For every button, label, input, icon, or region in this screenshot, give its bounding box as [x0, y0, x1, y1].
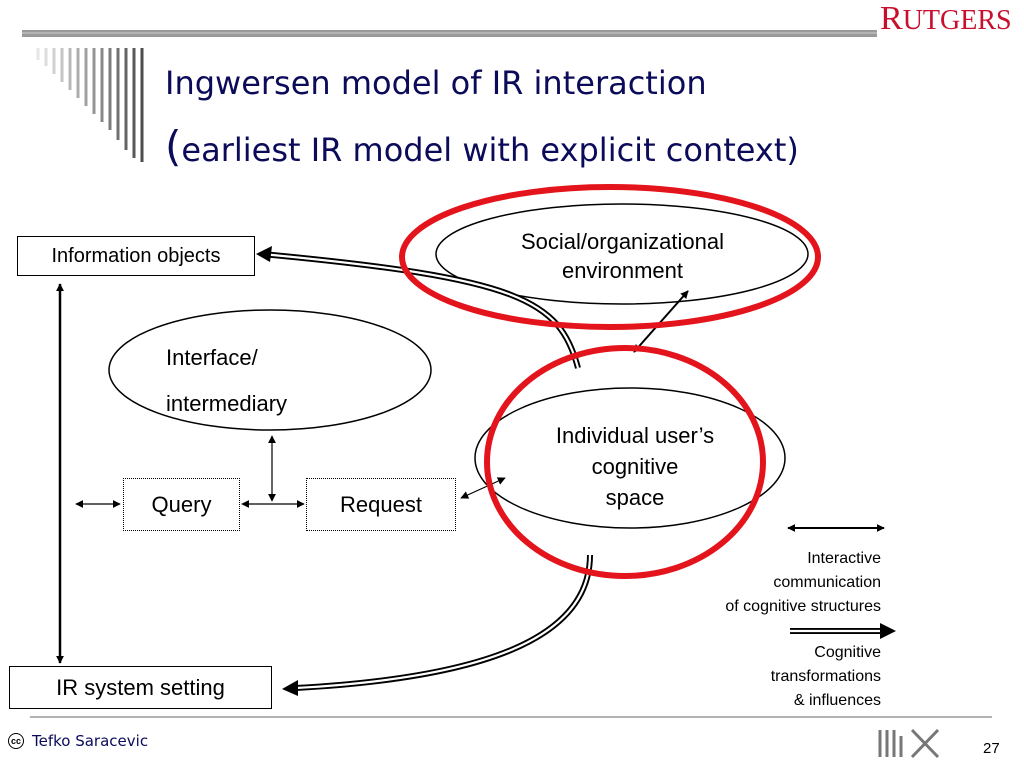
rutgers-logo: RUTGERS [880, 0, 1012, 37]
legend-cognitive-arrow [790, 623, 896, 639]
social-environment-label: Social/organizational environment [520, 229, 725, 283]
page-number: 27 [983, 740, 1000, 757]
interface-label: Interface/ intermediary [166, 345, 288, 416]
legend-cognitive-label: Cognitive transformations & influences [770, 644, 881, 709]
transformation-arrow-to-irsystem [282, 554, 593, 696]
request-label: Request [340, 491, 422, 517]
social-environment-ellipse [435, 203, 809, 305]
query-label: Query [151, 491, 212, 517]
legend-interactive-label: Interactive communication of cognitive s… [725, 550, 881, 615]
transformation-arrow-to-infoobj [256, 246, 581, 369]
ir-system-setting-box: IR system setting [9, 666, 272, 709]
highlight-social [399, 184, 821, 330]
arrow-individual-social [633, 290, 689, 353]
arrow-request-individual [460, 477, 506, 499]
information-objects-box: Information objects [17, 236, 255, 276]
information-objects-label: Information objects [51, 244, 221, 267]
individual-space-label: Individual user’s cognitive space [555, 423, 715, 510]
query-box: Query [123, 478, 240, 531]
creative-commons-icon: cc [8, 733, 24, 749]
request-box: Request [306, 478, 456, 531]
ir-system-setting-label: IR system setting [56, 674, 225, 700]
individual-space-ellipse [474, 387, 786, 529]
slide-subtitle: (earliest IR model with explicit context… [165, 122, 799, 171]
stripe-ornament [36, 48, 144, 162]
highlight-individual [484, 345, 766, 579]
footer-author: Tefko Saracevic [32, 732, 149, 750]
slide-title: Ingwersen model of IR interaction [165, 64, 707, 102]
interface-ellipse [108, 309, 432, 431]
footer-logo-icon [878, 728, 940, 759]
